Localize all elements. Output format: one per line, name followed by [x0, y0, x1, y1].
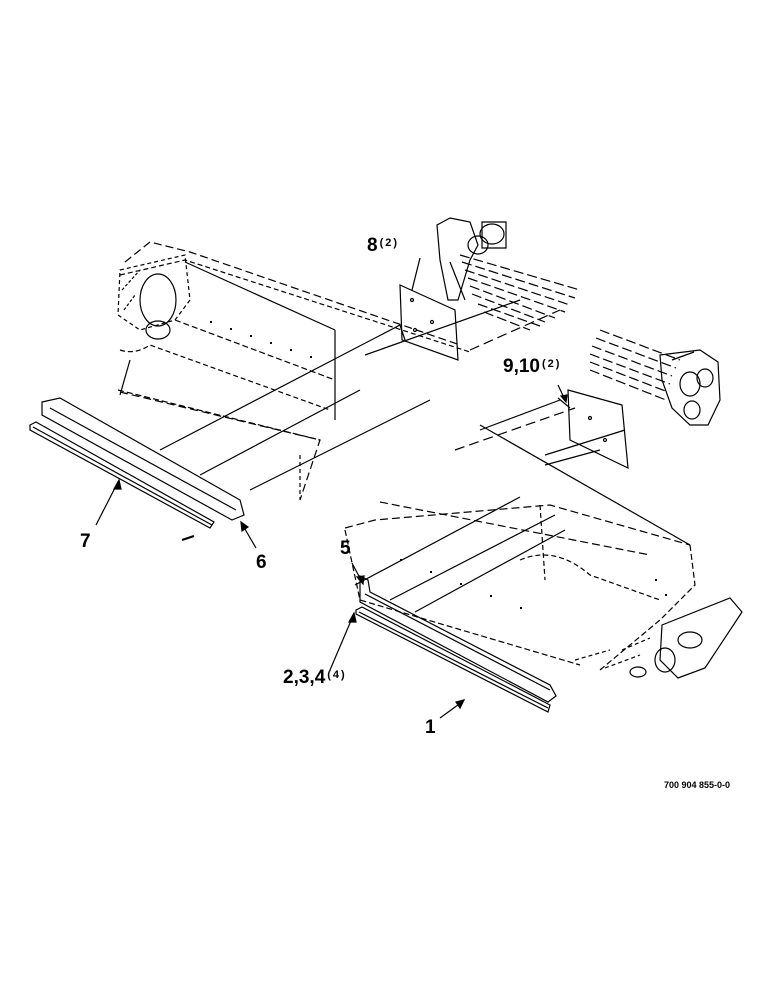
callout-5: 5 — [340, 539, 351, 558]
callout-6: 6 — [256, 553, 267, 572]
callout-number: 5 — [340, 538, 351, 559]
callout-9-10: 9,10(2) — [503, 357, 561, 376]
upper-gear-assembly — [437, 218, 580, 330]
right-housing — [345, 425, 742, 678]
callout-number: 7 — [80, 531, 91, 552]
lower-beams — [355, 497, 565, 612]
figure-reference-number: 700 904 855-0-0 — [664, 780, 731, 790]
right-rails — [356, 576, 556, 712]
callout-8: 8(2) — [367, 236, 399, 255]
callout-quantity: (4) — [327, 669, 347, 681]
plate-9-10 — [558, 390, 628, 468]
callout-quantity: (2) — [541, 358, 562, 370]
callout-number: 6 — [256, 552, 267, 573]
callout-number: 8 — [367, 235, 378, 256]
callout-2-3-4: 2,3,4(4) — [283, 668, 347, 687]
left-housing — [118, 242, 470, 500]
left-rails — [30, 398, 244, 540]
plate-8 — [400, 258, 458, 360]
leader-arrows — [96, 385, 567, 718]
callout-7: 7 — [80, 532, 91, 551]
callout-1: 1 — [425, 718, 436, 737]
callout-number: 1 — [425, 717, 436, 738]
callout-number: 2,3,4 — [283, 667, 326, 688]
center-beams — [160, 300, 625, 490]
callout-number: 9,10 — [503, 356, 540, 377]
callout-quantity: (2) — [379, 237, 400, 249]
right-gear-assembly — [590, 330, 720, 425]
